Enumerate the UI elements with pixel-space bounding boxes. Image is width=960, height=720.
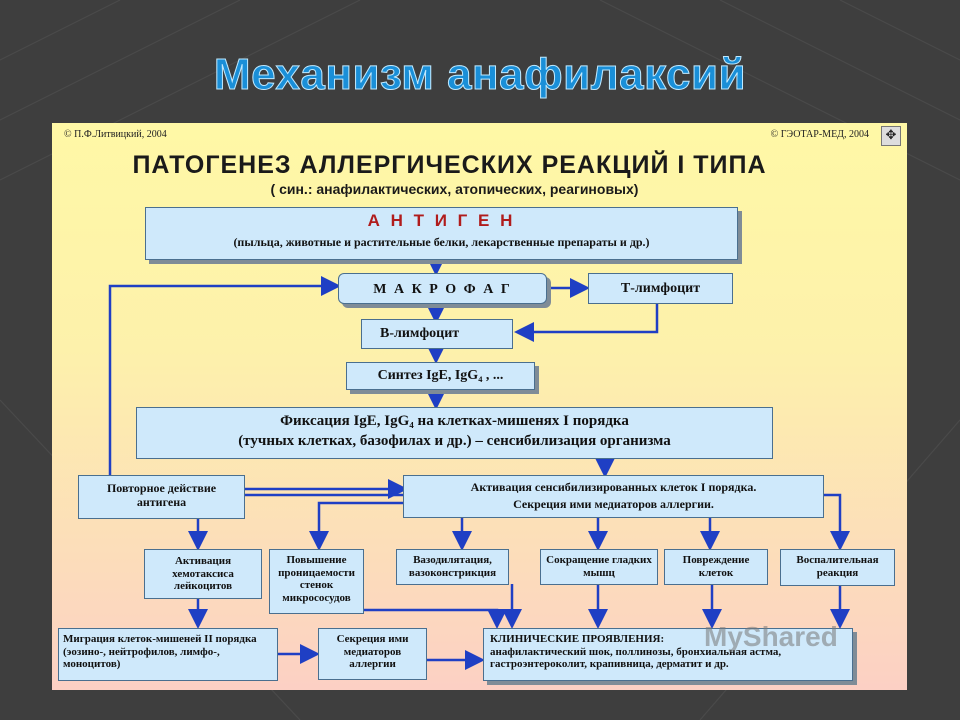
arrow-repeat-macrophage xyxy=(108,276,341,475)
cell-damage-box: Повреждение клеток xyxy=(664,549,768,585)
clinical-manifestations-box: КЛИНИЧЕСКИЕ ПРОЯВЛЕНИЯ: анафилактический… xyxy=(483,628,853,681)
diagram-panel: © П.Ф.Литвицкий, 2004 © ГЭОТАР-МЕД, 2004… xyxy=(52,123,907,690)
arrow-permeability-clinical xyxy=(364,608,507,629)
arrow-to-inflammation xyxy=(824,493,850,551)
migration-label: Миграция клеток-мишеней II порядка (эози… xyxy=(63,633,257,671)
repeat-antigen-box: Повторное действие антигена xyxy=(78,475,245,519)
slide-title: Механизм анафилаксий xyxy=(213,50,747,100)
watermark-logo: MyShared xyxy=(704,621,838,652)
chemotaxis-box: Активация хемотаксиса лейкоцитов xyxy=(144,549,262,599)
cell-damage-label: Повреждение клеток xyxy=(682,554,750,579)
repeat-line-1: Повторное действие xyxy=(106,481,217,495)
activation-line-1: Активация сенсибилизированных клеток I п… xyxy=(470,480,757,494)
b-lymphocyte-box: В-лимфоцит xyxy=(361,319,513,349)
copyright-right: © ГЭОТАР-МЕД, 2004 xyxy=(770,129,869,140)
clinical-title: КЛИНИЧЕСКИЕ ПРОЯВЛЕНИЯ: xyxy=(490,633,665,645)
secretion-label: Секреция ими медиаторов аллергии xyxy=(336,633,409,671)
repeat-line-2: антигена xyxy=(136,494,187,509)
diagram-subtitle: ( син.: анафилактических, атопических, р… xyxy=(270,181,639,197)
smooth-muscle-box: Сокращение гладких мышц xyxy=(540,549,658,585)
chemotaxis-label: Активация хемотаксиса лейкоцитов xyxy=(172,555,234,593)
permeability-box: Повышение проницаемости стенок микрососу… xyxy=(269,549,364,614)
t-lymphocyte-box: Т-лимфоцит xyxy=(588,273,733,304)
antigen-description: (пыльца, животные и растительные белки, … xyxy=(233,234,650,249)
b-lymphocyte-label: В-лимфоцит xyxy=(380,326,460,341)
fixation-box: Фиксация IgE, IgG₄ на клетках-мишенях I … xyxy=(136,407,773,459)
synthesis-box: Синтез IgE, IgG₄ , ... xyxy=(346,362,535,390)
copyright-left: © П.Ф.Литвицкий, 2004 xyxy=(64,129,167,140)
macrophage-box: М А К Р О Ф А Г xyxy=(338,273,547,304)
activation-box: Активация сенсибилизированных клеток I п… xyxy=(403,475,824,518)
fixation-line-2: (тучных клетках, базофилах и др.) – сенс… xyxy=(238,433,671,450)
smooth-muscle-label: Сокращение гладких мышц xyxy=(546,554,652,579)
navigation-icon[interactable]: ✥ xyxy=(881,126,901,146)
vasodilation-box: Вазодилятация, вазоконстрикция xyxy=(396,549,509,585)
arrow-tlymph-blymph xyxy=(514,303,659,342)
vasodilation-label: Вазодилятация, вазоконстрикция xyxy=(408,554,497,579)
migration-box: Миграция клеток-мишеней II порядка (эози… xyxy=(58,628,278,681)
t-lymphocyte-label: Т-лимфоцит xyxy=(620,281,701,296)
synthesis-label: Синтез IgE, IgG₄ , ... xyxy=(377,368,504,383)
inflammation-label: Воспалительная реакция xyxy=(796,554,879,579)
diagram-title: ПАТОГЕНЕЗ АЛЛЕРГИЧЕСКИХ РЕАКЦИЙ I ТИПА xyxy=(132,151,767,179)
antigen-box: А Н Т И Г Е Н (пыльца, животные и растит… xyxy=(145,207,738,260)
permeability-label: Повышение проницаемости стенок микрососу… xyxy=(278,554,355,604)
arrow-to-permeability xyxy=(309,501,403,551)
clinical-description: анафилактический шок, поллинозы, бронхиа… xyxy=(490,645,782,671)
secretion-box: Секреция ими медиаторов аллергии xyxy=(318,628,427,680)
fixation-line-1: Фиксация IgE, IgG₄ на клетках-мишенях I … xyxy=(280,413,629,429)
macrophage-label: М А К Р О Ф А Г xyxy=(373,282,512,297)
antigen-title: А Н Т И Г Е Н xyxy=(367,211,516,230)
activation-line-2: Секреция ими медиаторов аллергии. xyxy=(513,496,714,511)
inflammation-box: Воспалительная реакция xyxy=(780,549,895,586)
